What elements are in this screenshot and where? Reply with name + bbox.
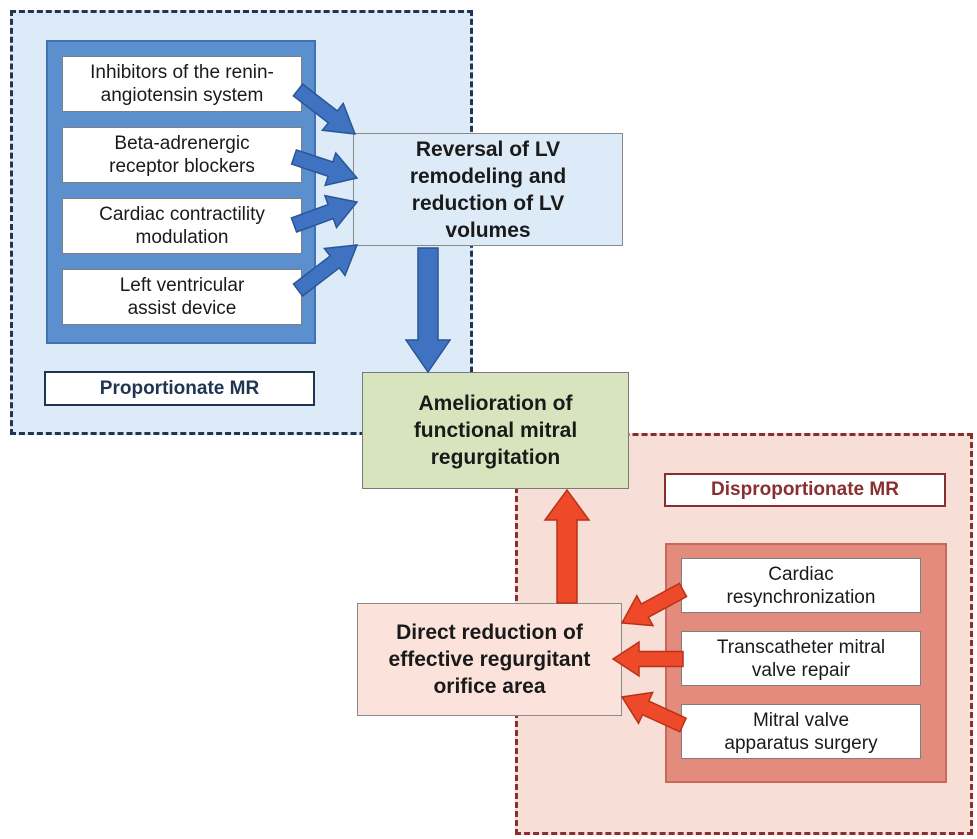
arrow-beta-to-reversal xyxy=(290,148,359,187)
arrow-direct-to-amelioration xyxy=(543,488,591,604)
arrow-surgery-to-direct xyxy=(620,691,688,733)
therapy-lvad: Left ventricular assist device xyxy=(62,269,302,325)
proportionate-mr-label: Proportionate MR xyxy=(44,371,315,406)
red-arrows xyxy=(543,488,688,733)
mr-amelioration-box: Amelioration of functional mitral regurg… xyxy=(362,372,629,489)
therapy-ccm: Cardiac contractility modulation xyxy=(62,198,302,254)
arrow-reversal-to-amelioration xyxy=(404,247,452,374)
therapy-raas-inhibitors: Inhibitors of the renin- angiotensin sys… xyxy=(62,56,302,112)
therapy-valve-surgery: Mitral valve apparatus surgery xyxy=(681,704,921,759)
disproportionate-mr-label: Disproportionate MR xyxy=(664,473,946,507)
arrow-ccm-to-reversal xyxy=(290,194,359,233)
eroa-reduction-box: Direct reduction of effective regurgitan… xyxy=(357,603,622,716)
arrow-lvad-to-reversal xyxy=(292,244,359,298)
therapy-crt: Cardiac resynchronization xyxy=(681,558,921,613)
arrow-repair-to-direct xyxy=(611,640,684,678)
blue-arrows xyxy=(290,83,452,374)
therapy-beta-blockers: Beta-adrenergic receptor blockers xyxy=(62,127,302,183)
arrow-crt-to-direct xyxy=(620,582,688,627)
arrow-raas-to-reversal xyxy=(292,83,357,135)
therapy-transcatheter-repair: Transcatheter mitral valve repair xyxy=(681,631,921,686)
lv-remodeling-reversal-box: Reversal of LV remodeling and reduction … xyxy=(353,133,623,246)
